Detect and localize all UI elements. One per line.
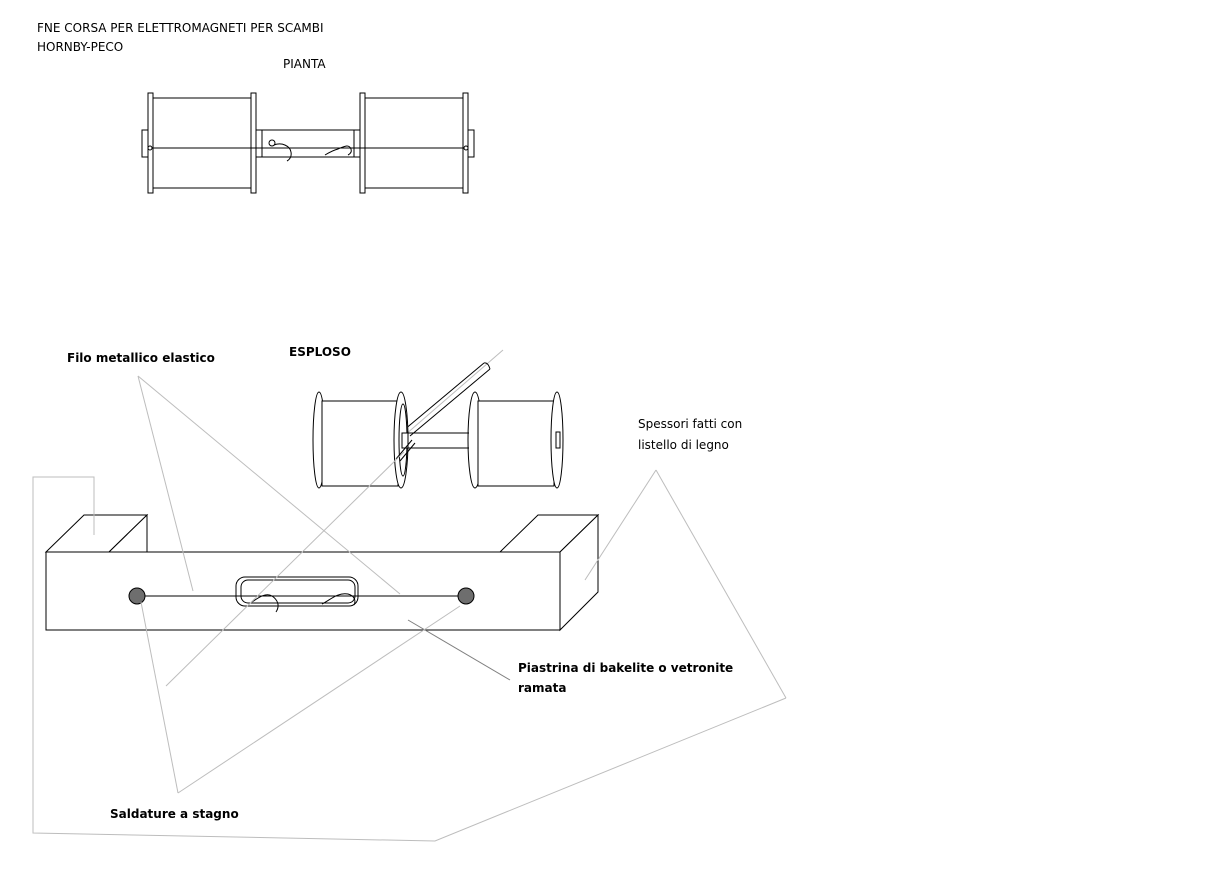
exploded-rod-end [483, 362, 491, 370]
right-solder-point [457, 587, 475, 605]
plan-left-coil-body [152, 97, 252, 189]
title-line-2: HORNBY-PECO [37, 40, 123, 54]
board-leader [407, 619, 511, 681]
exploded-right-coil-body [477, 400, 555, 487]
exploded-view-drawing [312, 349, 564, 489]
exploded-right-end-tab [555, 431, 561, 449]
exploded-rod-edge-2 [409, 368, 491, 437]
board-left-contact-spring [251, 594, 279, 613]
plan-view-label: PIANTA [283, 57, 326, 71]
spacer-leader-3 [32, 476, 787, 842]
board-front-face [45, 551, 561, 631]
plan-view-drawing [141, 92, 475, 194]
exploded-left-coil-body [321, 400, 399, 487]
solder-leader-2 [177, 605, 461, 794]
plan-right-coil-body [364, 97, 464, 189]
wire-label: Filo metallico elastico [67, 351, 215, 365]
plan-left-coil-outer-flange [147, 92, 154, 194]
plan-right-contact-spring [324, 145, 352, 156]
plan-left-wire-end [147, 145, 153, 151]
spacer-leader-2 [655, 469, 787, 699]
board-label-line-1: Piastrina di bakelite o vetronite [518, 661, 733, 675]
plan-right-tab [467, 129, 475, 158]
plan-right-wire-end [463, 145, 469, 151]
exploded-pin-edge-2 [399, 442, 416, 462]
board-slot-inner [240, 579, 356, 604]
board-slot-outer [235, 576, 359, 607]
plan-left-tab [141, 129, 149, 158]
pin-leader [165, 451, 405, 687]
exploded-rod-extension [404, 349, 504, 436]
plan-wire-eye [268, 139, 276, 147]
plan-right-coil-inner-flange [359, 92, 366, 194]
exploded-rod-edge-1 [403, 362, 485, 431]
left-solder-point [128, 587, 146, 605]
plan-left-contact-spring [273, 143, 292, 162]
board-right-contact-spring [321, 593, 356, 606]
plan-right-coil-outer-flange [462, 92, 469, 194]
plan-left-coil-inner-flange [250, 92, 257, 194]
board-assembly [44, 513, 600, 632]
plan-right-core-tab [353, 129, 361, 158]
solder-label: Saldature a stagno [110, 807, 239, 821]
plan-left-core-tab [255, 129, 263, 158]
exploded-view-label: ESPLOSO [289, 345, 351, 359]
title-line-1: FNE CORSA PER ELETTROMAGNETI PER SCAMBI [37, 21, 324, 35]
spacers-label-line-1: Spessori fatti con [638, 417, 742, 431]
board-label-line-2: ramata [518, 681, 566, 695]
solder-leader-1 [140, 601, 179, 794]
spacer-leader-1 [584, 469, 657, 581]
exploded-pin-edge-1 [395, 439, 413, 460]
wire-leader-1 [137, 375, 194, 592]
leader-lines [32, 375, 787, 842]
wire-leader-2 [137, 375, 401, 595]
spacers-label-line-2: listello di legno [638, 438, 729, 452]
